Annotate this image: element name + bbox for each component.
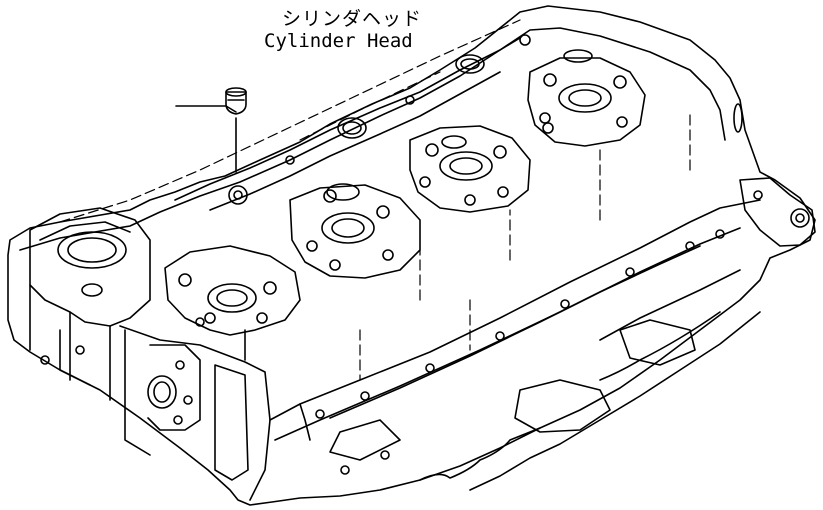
- cylinder-section-4: [528, 50, 645, 146]
- cylinder-section-3: [410, 126, 530, 212]
- rear-boss: [734, 104, 815, 246]
- cylinder-section-1: [165, 246, 300, 360]
- left-side-face: [41, 326, 270, 500]
- hidden-lines: [60, 20, 690, 380]
- cylinder-section-2: [290, 184, 420, 278]
- intake-rail: [175, 35, 530, 210]
- side-flange: [270, 200, 760, 474]
- front-block: [30, 208, 150, 400]
- lower-contour: [420, 312, 760, 490]
- part-title-japanese: シリンダヘッド: [282, 8, 423, 30]
- head-outline: [8, 6, 815, 505]
- leader-line: [176, 106, 236, 172]
- plug-part: [226, 88, 246, 114]
- part-title-english: Cylinder Head: [264, 30, 413, 52]
